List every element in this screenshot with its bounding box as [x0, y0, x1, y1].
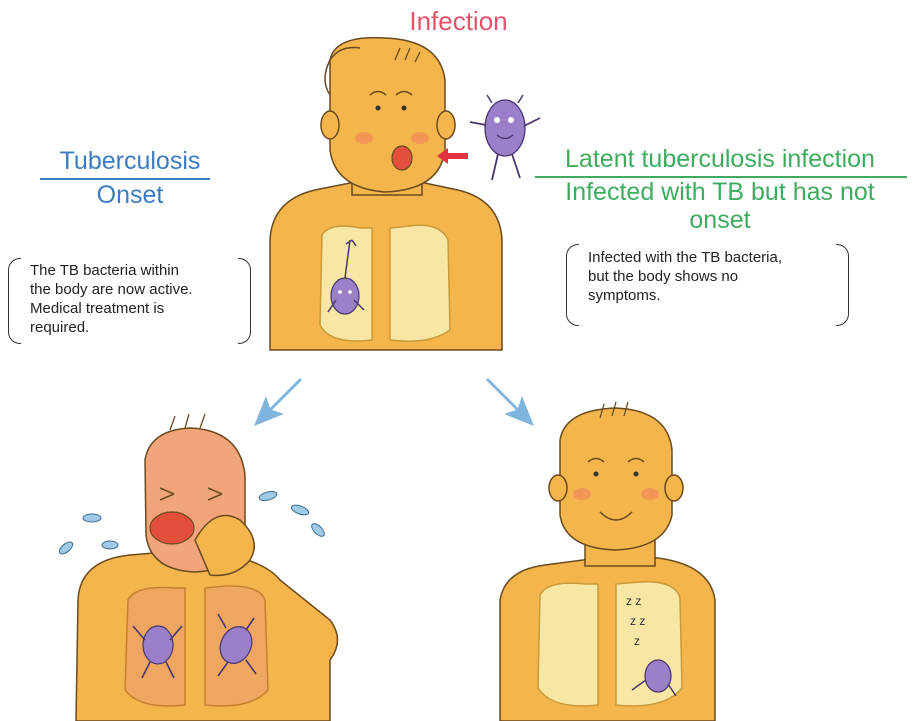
- onset-person-figure: [57, 414, 337, 721]
- left-note-bracket-open: [8, 258, 21, 344]
- tuberculosis-note: The TB bacteria within the body are now …: [30, 261, 240, 337]
- tuberculosis-title: Tuberculosis: [30, 146, 230, 176]
- latent-subtitle-line2: onset: [528, 206, 912, 235]
- arrow-down-left-icon: [254, 378, 302, 426]
- latent-subtitle-line1: Infected with TB but has not: [528, 178, 912, 207]
- right-note-bracket-open: [566, 244, 579, 326]
- note-line: but the body shows no: [588, 267, 838, 286]
- onset-title: Onset: [30, 180, 230, 210]
- note-line: Infected with the TB bacteria,: [588, 248, 838, 267]
- note-line: symptoms.: [588, 286, 838, 305]
- page-title: Infection: [0, 6, 917, 37]
- svg-text:z z: z z: [626, 594, 641, 608]
- latent-title: Latent tuberculosis infection: [528, 145, 912, 174]
- svg-text:z z: z z: [630, 614, 645, 628]
- note-line: The TB bacteria within: [30, 261, 240, 280]
- infected-person-figure: [270, 38, 502, 350]
- note-line: required.: [30, 318, 240, 337]
- latent-person-figure: z z z z z: [500, 402, 715, 721]
- arrow-down-right-icon: [486, 378, 534, 426]
- svg-text:z: z: [634, 634, 640, 648]
- note-line: the body are now active.: [30, 280, 240, 299]
- latent-note: Infected with the TB bacteria, but the b…: [588, 248, 838, 305]
- note-line: Medical treatment is: [30, 299, 240, 318]
